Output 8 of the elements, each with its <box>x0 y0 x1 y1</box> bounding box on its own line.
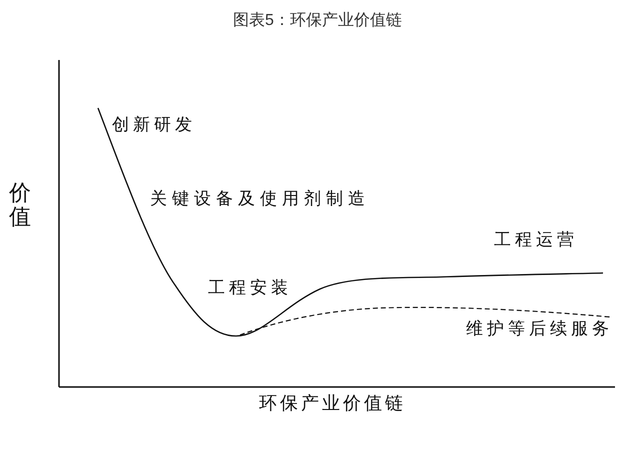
curve-label: 工程运营 <box>494 231 578 250</box>
axis-label: 价值 <box>9 181 31 230</box>
curve-label: 维护等后续服务 <box>466 320 613 339</box>
curve-label: 工程安装 <box>208 279 292 298</box>
curve-label: 创新研发 <box>112 116 196 135</box>
axis-label: 环保产业价值链 <box>259 394 406 414</box>
chart-title: 图表5：环保产业价值链 <box>233 12 402 30</box>
curve-label: 关键设备及使用剂制造 <box>150 190 370 209</box>
